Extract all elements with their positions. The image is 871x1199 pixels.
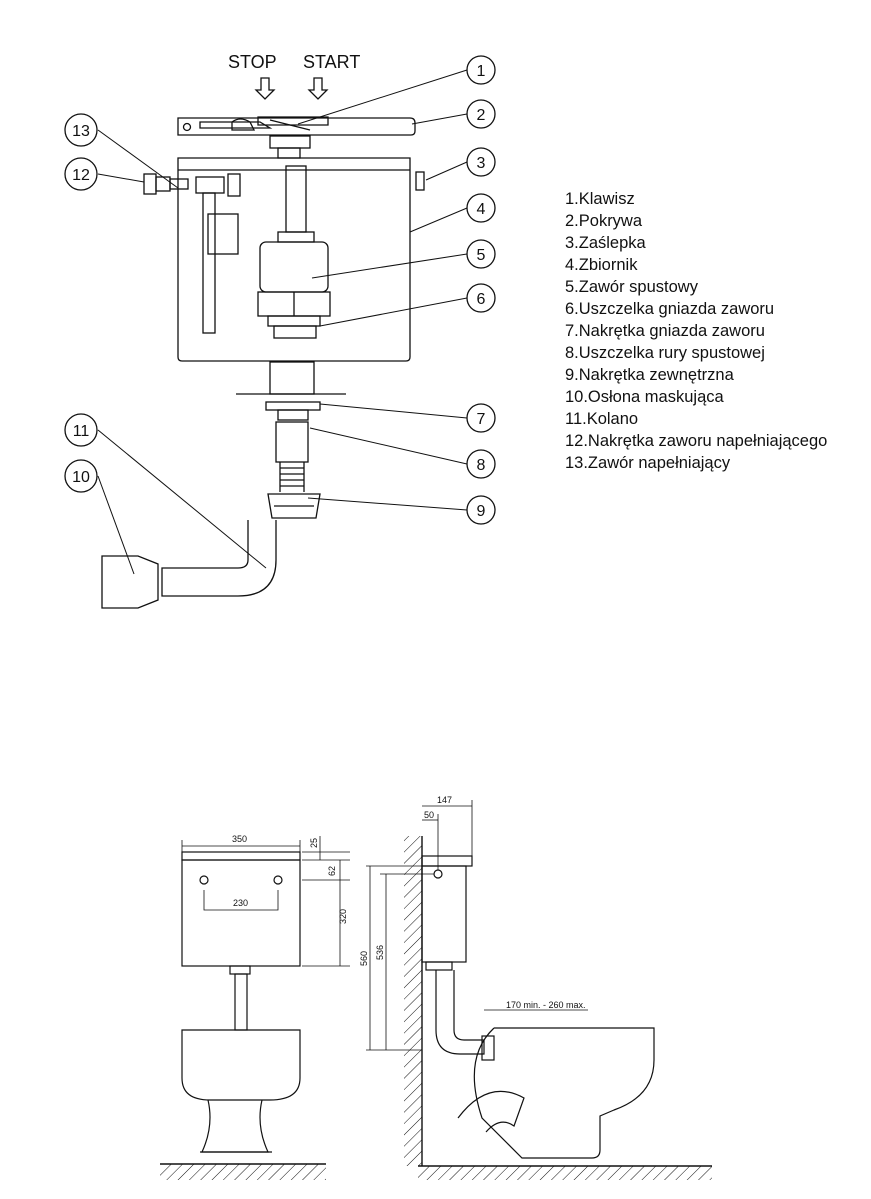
exploded-view: STOP START <box>64 52 496 609</box>
callout-7 <box>466 403 496 433</box>
side-distance-dim: 170 min. - 260 max. <box>506 1000 586 1010</box>
callout-6 <box>466 283 496 313</box>
parts-legend: 1.Klawisz 2.Pokrywa 3.Zaślepka 4.Zbiorni… <box>565 188 827 474</box>
callout-3-label: 3 <box>477 155 486 172</box>
legend-item: 5.Zawór spustowy <box>565 278 698 296</box>
callout-12-label: 12 <box>72 167 90 184</box>
callout-12 <box>64 157 98 191</box>
plug-part <box>415 171 425 191</box>
front-width-dim: 350 <box>232 834 247 844</box>
legend-item: 11.Kolano <box>565 410 639 428</box>
callout-2-label: 2 <box>477 107 486 124</box>
side-depth-dim: 147 <box>437 795 452 805</box>
side-hole-height-dim: 536 <box>375 945 385 960</box>
callout-13-label: 13 <box>72 123 90 140</box>
cover-cap <box>101 555 159 609</box>
callout-2 <box>466 99 496 129</box>
callout-7-label: 7 <box>477 411 486 428</box>
side-total-height-dim: 560 <box>359 951 369 966</box>
callout-4-label: 4 <box>477 201 486 218</box>
tank-body <box>177 157 411 362</box>
legend-item: 4.Zbiornik <box>565 256 638 274</box>
callout-5 <box>466 239 496 269</box>
front-view: 350 25 62 320 230 <box>160 834 350 1180</box>
callout-11 <box>64 413 98 447</box>
callout-3 <box>466 147 496 177</box>
stop-label: STOP <box>228 52 277 72</box>
cover-assembly <box>177 116 416 159</box>
callout-11-label: 11 <box>73 423 90 440</box>
callout-4 <box>466 193 496 223</box>
callout-9-label: 9 <box>477 503 486 520</box>
pipe-parts <box>265 401 321 519</box>
callout-8 <box>466 449 496 479</box>
callout-6-label: 6 <box>477 291 486 308</box>
side-view: 147 50 560 536 170 min. - 260 max. <box>359 795 712 1180</box>
legend-item: 1.Klawisz <box>565 190 635 208</box>
legend-item: 9.Nakrętka zewnętrzna <box>565 366 734 384</box>
fill-valve <box>143 173 241 334</box>
callout-10 <box>64 459 98 493</box>
front-hole-offset-dim: 62 <box>327 866 337 876</box>
callout-5-label: 5 <box>477 247 486 264</box>
legend-item: 3.Zaślepka <box>565 234 646 252</box>
start-arrow-icon <box>307 77 329 100</box>
legend-item: 6.Uszczelka gniazda zaworu <box>565 300 775 318</box>
legend-item: 10.Osłona maskująca <box>565 388 724 406</box>
front-hole-spacing-dim: 230 <box>233 898 248 908</box>
front-height-dim: 320 <box>338 909 348 924</box>
elbow-pipe <box>161 520 277 597</box>
callout-13 <box>64 113 98 147</box>
legend-item: 7.Nakrętka gniazda zaworu <box>565 322 765 340</box>
legend-item: 12.Nakrętka zaworu napełniającego <box>565 432 828 450</box>
stop-arrow-icon <box>254 77 276 100</box>
callout-1 <box>466 55 496 85</box>
leader-lines <box>97 69 468 575</box>
callout-9 <box>466 495 496 525</box>
callout-10-label: 10 <box>72 469 90 486</box>
start-label: START <box>303 52 360 72</box>
legend-item: 2.Pokrywa <box>565 212 643 230</box>
callouts <box>64 55 496 525</box>
callout-8-label: 8 <box>477 457 486 474</box>
legend-item: 8.Uszczelka rury spustowej <box>565 344 765 362</box>
callout-1-label: 1 <box>477 63 486 80</box>
side-hole-depth-dim: 50 <box>424 810 434 820</box>
flush-valve <box>257 165 331 339</box>
legend-item: 13.Zawór napełniający <box>565 454 731 472</box>
front-lid-dim: 25 <box>309 838 319 848</box>
